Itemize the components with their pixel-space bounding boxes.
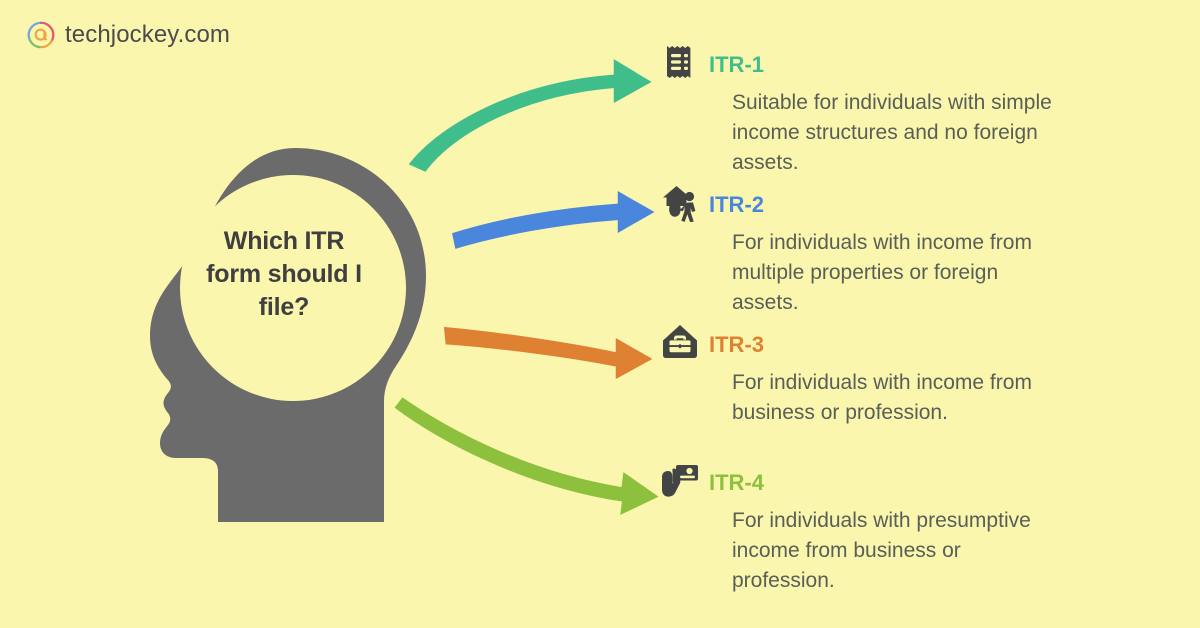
brand-logo[interactable]: techjockey.com (26, 20, 230, 50)
house-with-briefcase-icon (663, 325, 697, 358)
question-line-1: Which ITR (223, 227, 345, 255)
itr-4-header: ITR-4 (660, 460, 1080, 504)
page-title: Which ITR form should I file? (170, 225, 398, 324)
question-line-3: file? (258, 293, 310, 321)
human-head-profile-silhouette (150, 148, 426, 522)
itr-1-header: ITR-1 (660, 42, 1080, 86)
head-graphic: Which ITR form should I file? (110, 140, 460, 530)
list-item[interactable]: ITR-4 For individuals with presumptive i… (660, 460, 1080, 595)
itr-2-title: ITR-2 (709, 192, 764, 217)
itr-1-title: ITR-1 (709, 52, 764, 77)
techjockey-at-logo-icon (27, 21, 55, 49)
list-item[interactable]: ITR-1 Suitable for individuals with simp… (660, 42, 1080, 177)
question-line-2: form should I (206, 260, 362, 288)
receipt-icon (667, 46, 691, 78)
itr-3-description: For individuals with income from busines… (732, 371, 1032, 424)
itr-1-description: Suitable for individuals with simple inc… (732, 91, 1052, 174)
house-with-person-icon (663, 186, 696, 222)
itr-3-title: ITR-3 (709, 332, 764, 357)
itr-4-description: For individuals with presumptive income … (732, 509, 1031, 592)
brand-name: techjockey.com (65, 21, 231, 48)
itr-4-title: ITR-4 (709, 470, 764, 495)
hand-holding-id-card-icon (662, 465, 698, 497)
itr-3-header: ITR-3 (660, 322, 1080, 366)
arrow-to-itr-2 (447, 184, 662, 254)
list-item[interactable]: ITR-3 For individuals with income from b… (660, 322, 1080, 428)
arrow-to-itr-3 (440, 323, 660, 385)
itr-2-header: ITR-2 (660, 182, 1080, 226)
itr-2-description: For individuals with income from multipl… (732, 231, 1032, 314)
list-item[interactable]: ITR-2 For individuals with income from m… (660, 182, 1080, 317)
